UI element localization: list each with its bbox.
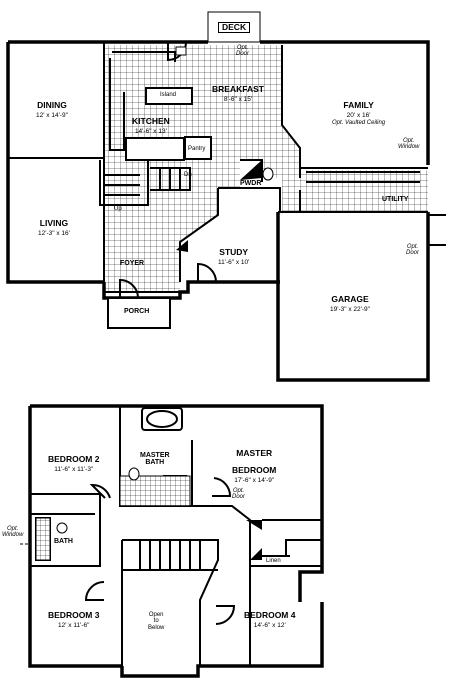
- opt-door-garage-line1: Opt.: [406, 244, 419, 250]
- bedroom2-label: BEDROOM 2 11'-6" x 11'-3": [48, 450, 99, 474]
- utility-label: UTILITY: [382, 196, 409, 203]
- opt-window-family-label: Opt. Window: [398, 138, 419, 151]
- open-to-below-label: Open to Below: [148, 612, 164, 631]
- breakfast-dims: 8'-6" x 15': [223, 95, 253, 103]
- garage-label: GARAGE 19'-3" x 22'-9": [330, 290, 370, 314]
- opt-door-deck-label: Opt. Door: [236, 45, 249, 58]
- tiled-floor: [104, 45, 428, 292]
- master-bath-line1: MASTER: [140, 452, 170, 459]
- garage-name: GARAGE: [331, 294, 369, 304]
- pwdr-label: PWDR: [240, 180, 262, 187]
- breakfast-label: BREAKFAST 8'-6" x 15': [212, 80, 264, 104]
- master-bedroom-dims: 17'-6" x 14'-9": [234, 476, 275, 484]
- deck-label: DECK: [218, 22, 251, 33]
- dining-label: DINING 12' x 14'-9": [36, 96, 68, 120]
- opt-door-master-label: Opt. Door: [232, 488, 245, 501]
- dining-dims: 12' x 14'-9": [36, 111, 68, 119]
- up-label: Up: [114, 206, 122, 212]
- kitchen-dims: 14'-6" x 13': [134, 127, 167, 135]
- pantry-label: Pantry: [188, 146, 206, 152]
- opt-window-bath-line2: Window: [2, 532, 24, 539]
- island-label: Island: [160, 92, 177, 98]
- opt-window-bath-label: Opt. Window: [2, 526, 23, 539]
- linen-label: Linen: [266, 558, 281, 564]
- master-bedroom-label: MASTER BEDROOM 17'-6" x 14'-9": [232, 444, 276, 484]
- opt-door-garage-label: Opt. Door: [406, 244, 419, 257]
- bedroom4-label: BEDROOM 4 14'-6" x 12': [244, 606, 295, 630]
- opt-door-deck-line1: Opt.: [236, 45, 249, 51]
- bath-label: BATH: [54, 538, 73, 545]
- dining-name: DINING: [37, 100, 67, 110]
- kitchen-label: KITCHEN 14'-6" x 13': [132, 112, 170, 136]
- breakfast-name: BREAKFAST: [212, 84, 264, 94]
- master-bath-line2: BATH: [145, 459, 165, 467]
- open-to-below-line3: Below: [148, 624, 165, 631]
- first-floor-walls: [6, 40, 430, 382]
- opt-window-bath-line1: Opt.: [6, 526, 19, 532]
- master-bath-label: MASTER BATH: [140, 452, 170, 467]
- master-bedroom-name2: BEDROOM: [232, 464, 277, 475]
- master-bedroom-name: MASTER: [236, 448, 273, 458]
- porch-label: PORCH: [124, 308, 150, 315]
- bedroom4-name: BEDROOM 4: [244, 610, 296, 620]
- opt-door-master-line1: Opt.: [232, 488, 245, 494]
- living-label: LIVING 12'-3" x 16': [38, 214, 70, 238]
- opt-window-family-line2: Window: [398, 144, 420, 151]
- bedroom2-name: BEDROOM 2: [48, 454, 100, 464]
- bedroom3-label: BEDROOM 3 12' x 11'-6": [48, 606, 99, 630]
- open-to-below-line2: to: [153, 618, 159, 625]
- family-label: FAMILY 20' x 16' Opt. Vaulted Ceiling: [332, 96, 385, 126]
- living-dims: 12'-3" x 16': [38, 229, 70, 237]
- study-label: STUDY 11'-6" x 10': [218, 243, 249, 267]
- opt-door-garage-line2: Door: [406, 250, 420, 257]
- family-name: FAMILY: [343, 100, 374, 110]
- first-floor: [6, 11, 446, 382]
- garage-dims: 19'-3" x 22'-9": [330, 305, 370, 313]
- dn-label: Dn: [184, 172, 192, 178]
- foyer-label: FOYER: [120, 260, 145, 267]
- bedroom3-name: BEDROOM 3: [48, 610, 100, 620]
- study-name: STUDY: [219, 247, 249, 257]
- opt-door-deck-line2: Door: [236, 51, 250, 58]
- living-name: LIVING: [39, 218, 69, 228]
- open-to-below-line1: Open: [148, 612, 164, 618]
- opt-window-family-line1: Opt.: [402, 138, 415, 144]
- family-note: Opt. Vaulted Ceiling: [332, 119, 386, 126]
- family-dims: 20' x 16': [346, 111, 371, 119]
- kitchen-name: KITCHEN: [132, 116, 170, 126]
- opt-door-master-line2: Door: [232, 494, 246, 501]
- bedroom2-dims: 11'-6" x 11'-3": [54, 465, 94, 473]
- bedroom4-dims: 14'-6" x 12': [253, 621, 286, 629]
- bedroom3-dims: 12' x 11'-6": [58, 621, 90, 629]
- second-floor: [20, 404, 324, 678]
- study-dims: 11'-6" x 10': [218, 258, 250, 266]
